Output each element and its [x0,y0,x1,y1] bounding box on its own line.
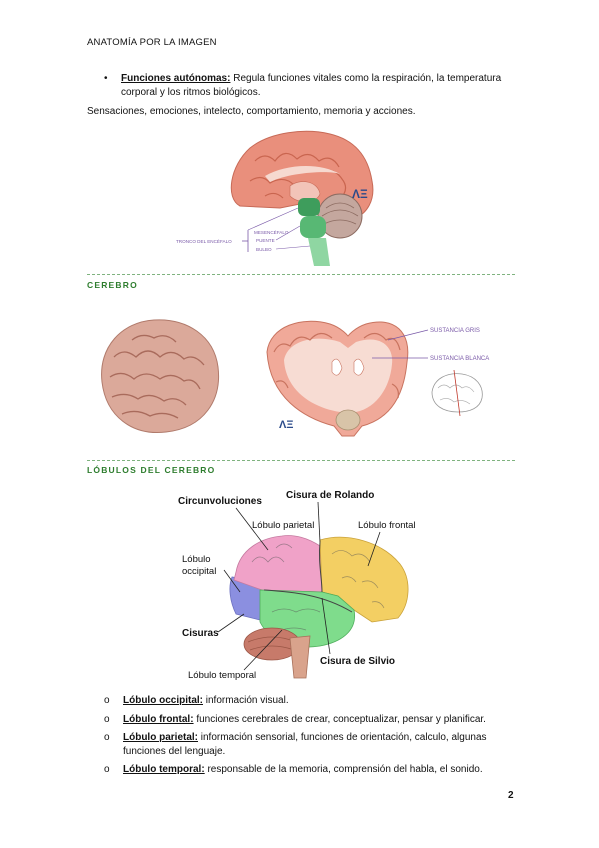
lobes-figure: Circunvoluciones Cisura de Rolando Lóbul… [178,490,416,681]
cisura-rolando-label: Cisura de Rolando [286,490,374,501]
list-marker: o [104,732,110,743]
list-item: o Lóbulo parietal: información sensorial,… [104,731,524,758]
section-divider-cerebro [87,274,515,275]
mesencefalo-label: MESENCÉFALO [254,229,289,235]
coronal-gyri [273,332,401,399]
gris-leader [387,329,429,341]
section-divider-lobulos [87,460,515,461]
bullet-funciones-autonomas: • Funciones autónomas: Regula funciones … [104,72,514,99]
list-item-text: información sensorial, funciones de orie… [123,732,487,757]
bullet-dot: • [104,73,108,84]
list-item-term: Lóbulo temporal: [123,764,205,775]
circunvoluciones-leader [235,507,269,551]
frontal-leader [367,531,381,567]
lobe-gyri [251,543,385,631]
brain-gyri [249,152,347,200]
brainstem-logo: ΛΞ [352,187,368,201]
lobes-list: o Lóbulo occipital: información visual. o… [104,694,524,782]
occipital-lobe [229,576,263,621]
puente-label: PUENTE [256,238,275,243]
bullet-term: Funciones autónomas: [121,73,231,84]
coronal-white-matter [284,338,393,412]
rolando-leader [317,501,321,543]
lobulo-temporal-label: Lóbulo temporal [188,670,256,681]
list-item: o Lóbulo temporal: responsable de la memo… [104,763,524,777]
brain-3d-gyri [109,334,205,419]
bulbo-leader [275,245,311,250]
cisuras-leader [217,613,245,633]
parietal-lobe [233,535,323,593]
lobulo-parietal-label: Lóbulo parietal [252,520,314,531]
list-marker: o [104,695,110,706]
cisura-silvio-label: Cisura de Silvio [320,656,395,667]
mesencefalo-shape [298,198,320,216]
section-title-lobulos: LÓBULOS DEL CEREBRO [87,465,216,475]
list-item-term: Lóbulo frontal: [123,713,194,725]
silvio-fissure [263,589,353,613]
cerebro-figure: ΛΞ SUSTANCIA GRIS SUSTANCIA BLANCA [101,319,489,437]
list-marker: o [104,764,110,775]
section-title-cerebro: CEREBRO [87,280,138,290]
lobulo-frontal-label: Lóbulo frontal [358,520,416,531]
page-header: ANATOMÍA POR LA IMAGEN [87,37,217,48]
cisuras-label: Cisuras [182,628,219,639]
brain-3d-photo [101,319,220,434]
orientation-plane-line [453,369,461,417]
list-marker: o [104,713,110,725]
cerebellum-folia [321,202,359,225]
bullet-text: Funciones autónomas: Regula funciones vi… [121,72,514,99]
rolando-fissure [318,541,323,593]
coronal-brainstem [335,409,361,431]
lobulo-occipital-label-1: Lóbulo [182,554,211,565]
list-item-text: funciones cerebrales de crear, conceptua… [193,713,486,725]
coronal-ventricles [331,358,365,376]
list-item: o Lóbulo frontal: funciones cerebrales de… [104,713,524,727]
silvio-leader [321,597,331,655]
bulbo-label: BULBO [256,247,272,252]
list-item-term: Lóbulo parietal: [123,732,198,743]
sustancia-gris-label: SUSTANCIA GRIS [430,328,480,334]
bullet-description: Regula funciones vitales como la respira… [121,73,502,98]
lobulo-occipital-label-2: occipital [182,566,216,577]
puente-shape [300,216,326,238]
cerebro-logo: ΛΞ [279,419,293,431]
frontal-lobe [319,536,409,623]
list-item: o Lóbulo occipital: información visual. [104,694,524,708]
sustancia-blanca-label: SUSTANCIA BLANCA [430,356,489,362]
list-item-text: información visual. [203,695,289,706]
temporal-leader [243,629,283,671]
bulbo-shape [308,238,330,266]
tronco-label: TRONCO DEL ENCÉFALO [176,238,232,244]
corpus-callosum [265,165,340,182]
list-item-term: Lóbulo occipital: [123,695,203,706]
lobes-brainstem [289,635,311,679]
brainstem-figure: ΛΞ TRONCO DEL ENCÉFALO MESENCÉFALO PUENT… [176,130,374,266]
list-item-text: responsable de la memoria, comprensión d… [204,764,483,775]
page-number: 2 [508,790,514,801]
sensaciones-text: Sensaciones, emociones, intelecto, compo… [87,106,416,117]
mesencefalo-leader [247,207,299,231]
thalamus [289,181,321,203]
circunvoluciones-label: Circunvoluciones [178,496,262,507]
puente-leader [275,225,301,241]
occipital-leader [223,569,241,593]
